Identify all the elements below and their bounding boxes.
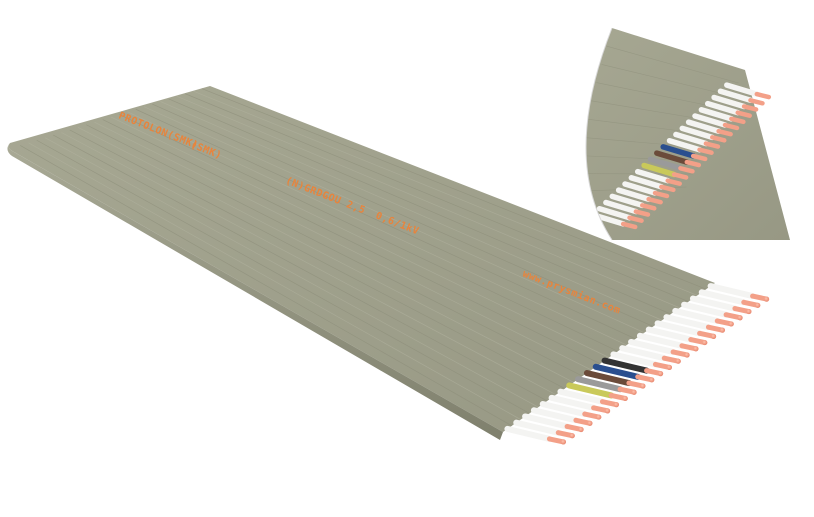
inset-copper-conductor xyxy=(757,94,769,97)
inset-copper-conductor xyxy=(687,162,699,165)
conductor-end xyxy=(667,365,672,370)
inset-copper-conductor xyxy=(719,131,731,134)
inset-copper-conductor xyxy=(725,125,737,128)
conductor-end xyxy=(570,433,575,438)
conductor-end xyxy=(623,396,628,401)
inset-copper-conductor xyxy=(630,218,642,221)
inset-copper-conductor xyxy=(706,144,718,147)
conductor-end xyxy=(684,352,689,357)
conductor-end xyxy=(596,414,601,419)
detail-inset xyxy=(560,28,814,240)
inset-copper-conductor xyxy=(750,100,762,103)
conductor-end xyxy=(614,402,619,407)
conductor-end xyxy=(693,346,698,351)
conductor-end xyxy=(631,390,636,395)
inset-copper-conductor xyxy=(661,187,673,190)
inset-copper-conductor xyxy=(636,212,648,215)
conductor-end xyxy=(578,427,583,432)
inset-copper-conductor xyxy=(693,156,705,159)
conductor-end xyxy=(561,439,566,444)
conductor-end xyxy=(649,377,654,382)
conductor-end xyxy=(720,328,725,333)
conductor-end xyxy=(640,383,645,388)
conductor-end xyxy=(587,421,592,426)
inset-copper-conductor xyxy=(655,193,667,196)
inset-copper-conductor xyxy=(731,119,743,122)
conductor-end xyxy=(746,309,751,314)
inset-copper-conductor xyxy=(680,168,692,171)
conductor-end xyxy=(729,321,734,326)
conductor-end xyxy=(755,303,760,308)
conductor-end xyxy=(711,334,716,339)
conductor-end xyxy=(605,408,610,413)
inset-copper-conductor xyxy=(712,137,724,140)
conductor-end xyxy=(737,315,742,320)
inset-copper-conductor xyxy=(674,174,686,177)
inset-copper-conductor xyxy=(649,199,661,202)
conductor-end xyxy=(676,359,681,364)
conductor-end xyxy=(658,371,663,376)
inset-copper-conductor xyxy=(738,113,750,116)
conductor-end xyxy=(764,297,769,302)
conductor-end xyxy=(702,340,707,345)
inset-copper-conductor xyxy=(642,205,654,208)
inset-copper-conductor xyxy=(623,224,635,227)
inset-copper-conductor xyxy=(744,106,756,109)
inset-copper-conductor xyxy=(668,181,680,184)
inset-copper-conductor xyxy=(700,150,712,153)
